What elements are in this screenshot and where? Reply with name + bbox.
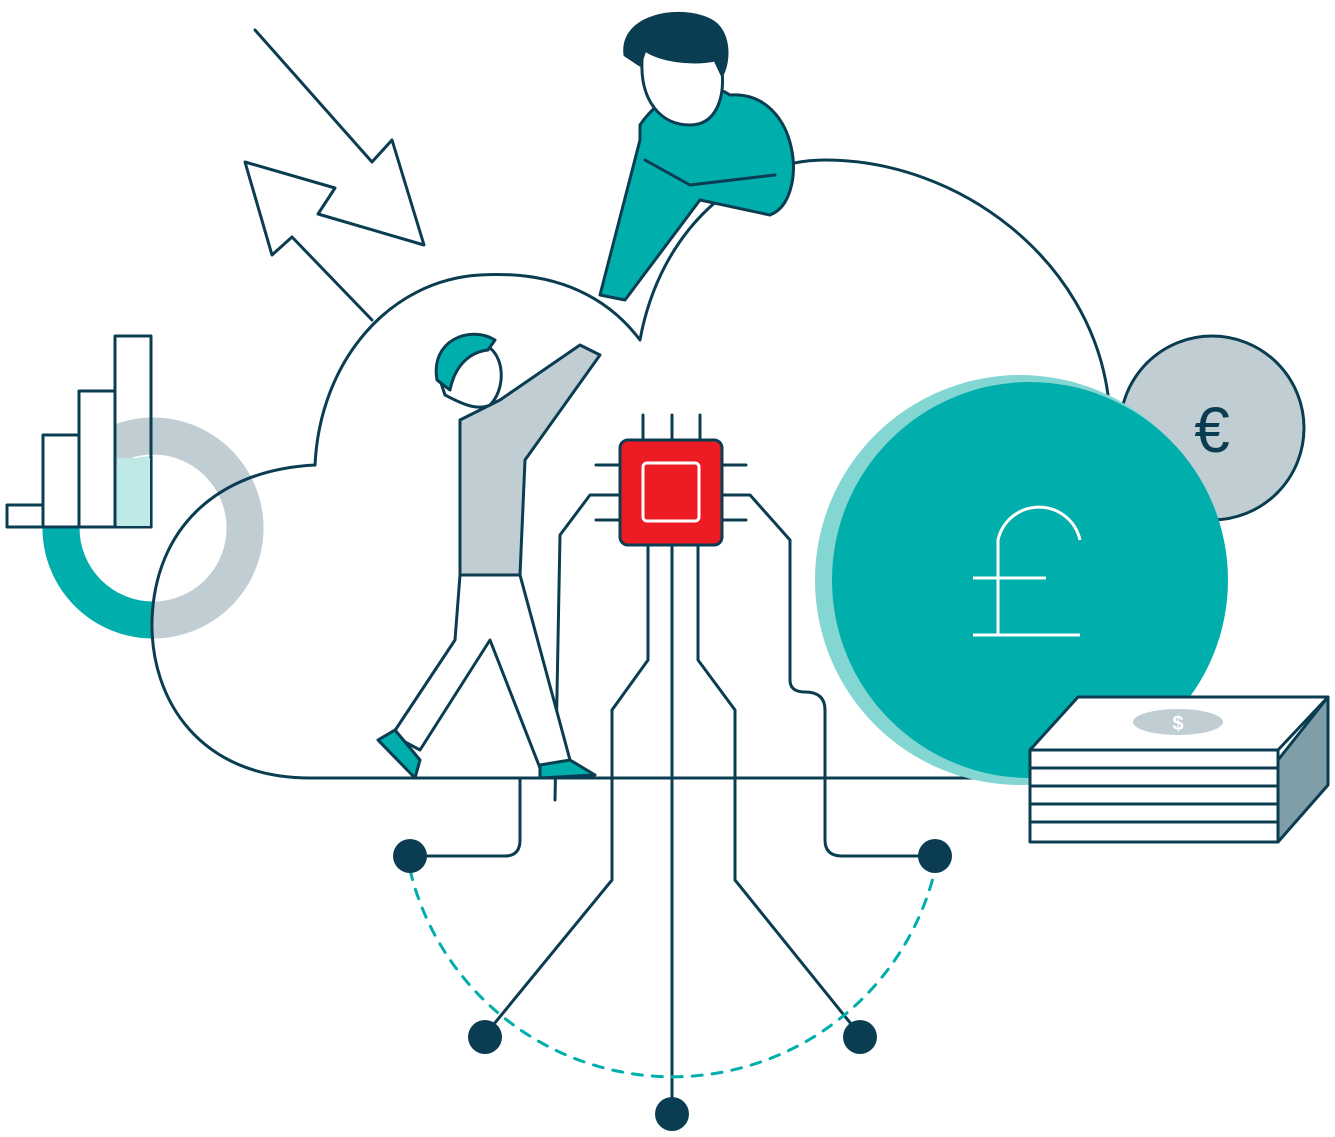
svg-text:€: €: [1194, 394, 1230, 466]
cloud-outline: [150, 158, 1110, 780]
bar-chart-icon: [5, 334, 153, 529]
person-climbing-icon: [376, 332, 602, 780]
circuit-nodes: [393, 839, 952, 1131]
svg-text:$: $: [1172, 713, 1183, 735]
cash-stack-icon: $: [1028, 695, 1330, 844]
person-helping-icon: [598, 12, 795, 302]
pound-coin-icon: [815, 375, 1228, 785]
circuit-lines: [408, 493, 937, 1114]
chip-icon: [594, 413, 748, 547]
arrows-icon: [243, 28, 426, 322]
